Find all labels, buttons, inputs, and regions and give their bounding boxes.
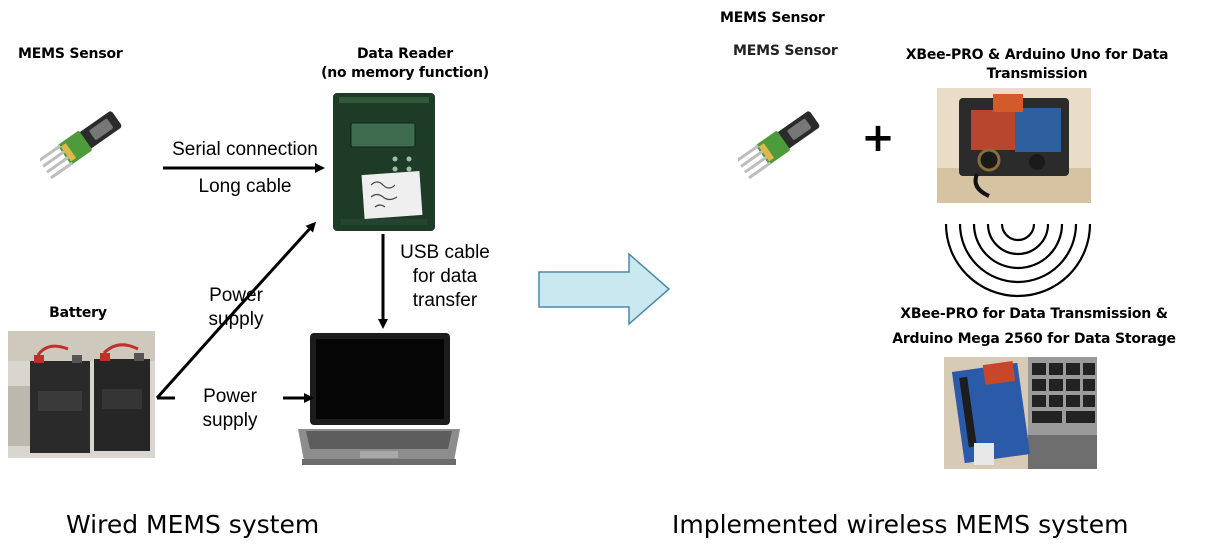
wired-system-title: Wired MEMS system — [66, 510, 320, 539]
mems-sensor-image-right — [738, 111, 820, 180]
transmitter-image — [937, 88, 1091, 203]
wireless-waves-icon — [944, 223, 1092, 298]
power-supply-label-2: Power supply — [202, 386, 258, 431]
usb-cable-label: USB cable for data transfer — [400, 242, 490, 311]
mems-sensor-label-right: MEMS Sensor — [733, 43, 838, 59]
long-cable-label: Long cable — [198, 176, 292, 197]
receiver-label: XBee-PRO for Data Transmission & Arduino… — [892, 306, 1176, 347]
mems-sensor-image — [40, 111, 122, 180]
battery-to-reader-arrow — [155, 221, 317, 400]
data-reader-image — [333, 93, 435, 231]
receiver-image — [944, 357, 1097, 469]
serial-connection-label: Serial connection — [172, 139, 318, 160]
battery-label: Battery — [49, 305, 107, 321]
transmitter-label: XBee-PRO & Arduino Uno for Data Transmis… — [905, 47, 1169, 82]
mems-sensor-label: MEMS Sensor — [18, 46, 123, 62]
laptop-image — [298, 333, 460, 465]
transition-arrow — [538, 252, 671, 326]
wireless-system-title: Implemented wireless MEMS system — [672, 510, 1129, 539]
battery-image — [8, 331, 155, 458]
mems-sensor-label-top: MEMS Sensor — [720, 10, 825, 26]
data-reader-label: Data Reader (no memory function) — [321, 46, 489, 81]
plus-sign: + — [861, 115, 895, 161]
